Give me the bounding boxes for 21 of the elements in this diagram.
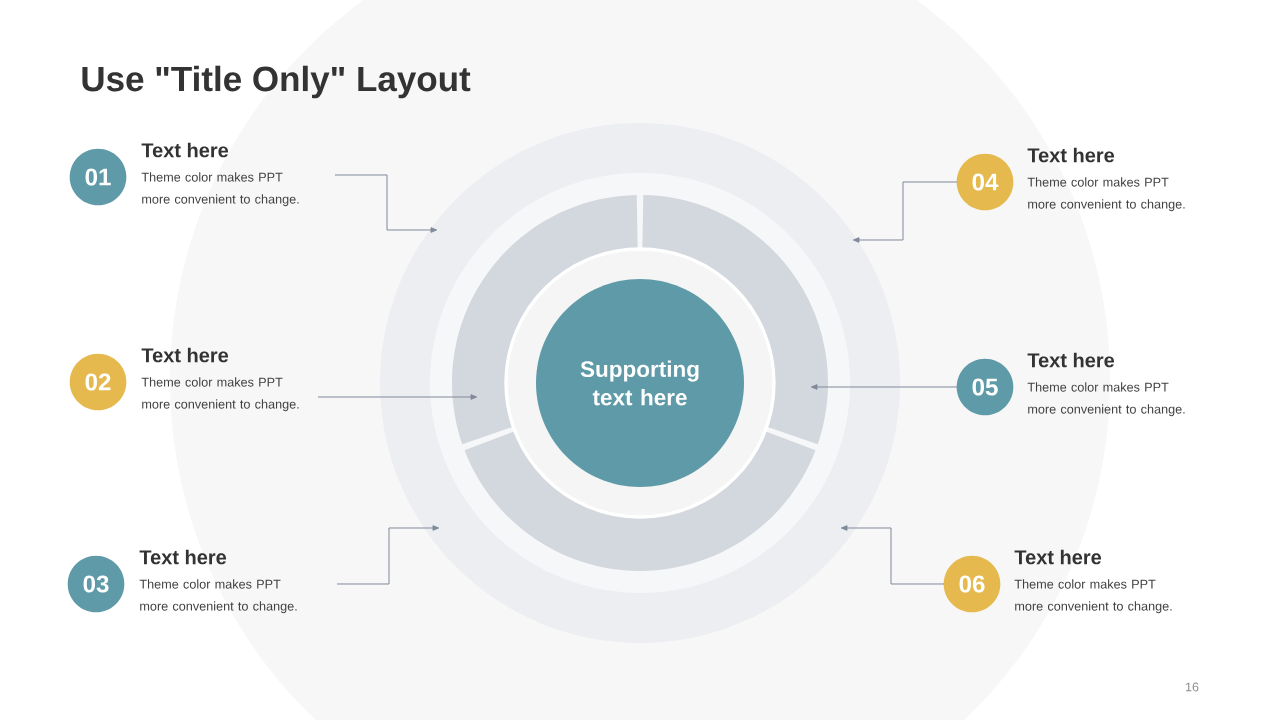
page-number: 16 (1186, 682, 1199, 692)
arrow (810, 384, 958, 390)
title: Use "Title Only" Layout (82, 65, 471, 99)
arrow (852, 181, 958, 243)
arrow (840, 525, 945, 585)
arrow (317, 394, 478, 400)
heading: Text here (141, 142, 229, 158)
arrow (334, 174, 438, 233)
description: Theme color makes PPT more convenient to change. (1014, 579, 1172, 614)
description: Theme color makes PPT more convenient to change. (141, 172, 299, 207)
heading: Text here (1027, 352, 1115, 368)
description: Theme color makes PPT more convenient to change. (139, 579, 297, 614)
description: Theme color makes PPT more convenient to change. (1027, 177, 1185, 212)
arrow (336, 525, 440, 585)
description: Theme color makes PPT more convenient to change. (1027, 382, 1185, 417)
ring-segment (464, 431, 816, 571)
heading: Text here (1027, 147, 1115, 163)
heading: Text here (141, 347, 229, 363)
description: Theme color makes PPT more convenient to change. (141, 377, 299, 412)
heading: Text here (139, 549, 227, 565)
heading: Text here (1014, 549, 1102, 565)
